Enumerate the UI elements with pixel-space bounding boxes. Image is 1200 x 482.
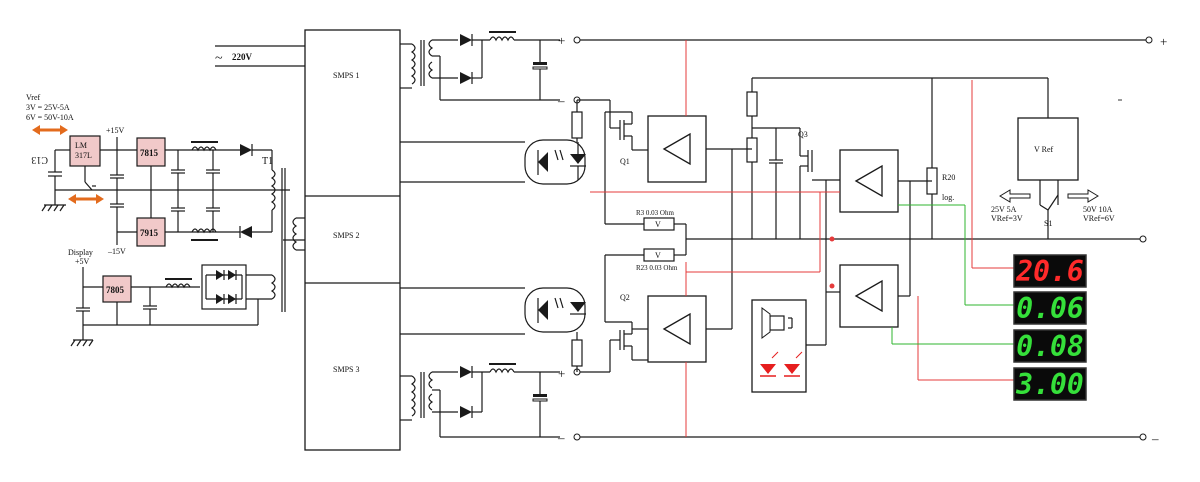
lm317-label-1: LM (75, 141, 87, 150)
t1-display-coil (270, 274, 276, 300)
resistor-divider-bottom (746, 137, 758, 163)
left-arrow-label-2: VRef=3V (991, 214, 1023, 223)
r20-label: R20 (942, 173, 955, 182)
plus15-label: +15V (106, 126, 125, 135)
led-icon-2 (784, 351, 803, 377)
arrow-left-icon (999, 189, 1031, 203)
ground-icon-display (70, 330, 94, 347)
q2-label: Q2 (620, 293, 630, 302)
v-meter-1: V (655, 220, 661, 229)
s1-label: S1 (1044, 219, 1052, 228)
transistor-q2 (580, 255, 648, 373)
c13-label: C13 (31, 154, 48, 165)
opamp-box-1 (647, 115, 707, 183)
smps3-plus: + (558, 366, 565, 381)
diode-icon-top (240, 144, 253, 156)
smps1-plus: + (558, 33, 565, 48)
smps3-output-stage (400, 363, 560, 438)
r23-label: R23 0.03 Ohm (636, 264, 678, 272)
inductor-display (165, 283, 191, 289)
right-arrow-label-1: 50V 10A (1083, 205, 1113, 214)
reg7805-label: 7805 (106, 285, 125, 295)
bridge-diodes-icon (205, 270, 243, 304)
display-2: 0.06 (1013, 291, 1087, 325)
optocoupler-1 (400, 139, 586, 185)
smps1-output-stage (400, 31, 560, 101)
display-1: 20.6 (1013, 254, 1087, 288)
adjust-arrow-icon-top (32, 125, 68, 135)
display-1-value: 20.6 (1015, 255, 1083, 288)
optocoupler-2 (400, 287, 586, 335)
resistor-q2 (571, 339, 583, 367)
reg7815-label: 7815 (140, 148, 159, 158)
t1-primary-coil (292, 217, 298, 251)
resistor-q1 (571, 111, 583, 139)
vref-line1: 3V = 25V-5A (26, 103, 70, 112)
smps1-minus: – (557, 93, 565, 108)
smps3-minus: – (557, 430, 565, 445)
vref-line2: 6V = 50V-10A (26, 113, 74, 122)
resistor-divider-top (746, 91, 758, 117)
switch-s1 (1039, 180, 1059, 239)
output-plus-terminal (1145, 36, 1153, 44)
mains-label: 220V (232, 52, 253, 62)
terminal-bot-minus (573, 433, 581, 441)
smps2-label: SMPS 2 (333, 231, 359, 240)
r3-label: R3 0.03 Ohm (636, 209, 674, 217)
q1-label: Q1 (620, 157, 630, 166)
output-minus-terminal (1139, 433, 1147, 441)
led-icon-1 (760, 351, 779, 377)
reg7915-label: 7915 (140, 228, 159, 238)
display-3-value: 0.08 (1016, 330, 1083, 363)
transistor-q1 (577, 99, 648, 224)
q3-label: Q3 (798, 130, 808, 139)
display-4: 3.00 (1013, 367, 1087, 401)
opamp-box-3 (839, 149, 899, 213)
alarm-box (751, 299, 807, 393)
terminal-top-plus (573, 36, 581, 44)
log-label: log. (942, 193, 954, 202)
t1-secondary-coil (270, 169, 276, 211)
vref-title: Vref (26, 93, 41, 102)
display-label: Display (68, 248, 93, 257)
lm317-label-2: 317L (75, 151, 92, 160)
vref-box-label: V Ref (1034, 145, 1054, 154)
display-2-value: 0.06 (1016, 292, 1083, 325)
transistor-q3 (776, 127, 840, 239)
display-3: 0.08 (1013, 329, 1087, 363)
t1-label: T1 (262, 156, 273, 167)
left-arrow-label-1: 25V 5A (991, 205, 1017, 214)
opamp-box-4 (839, 264, 899, 328)
opamp-box-2 (647, 295, 707, 363)
lm317-regulator (69, 135, 101, 167)
filter-caps-bottom (171, 190, 220, 232)
smps1-label: SMPS 1 (333, 71, 359, 80)
output-mid-terminal (1139, 235, 1147, 243)
mains-symbol: ~ (215, 51, 223, 66)
output-plus-label: + (1160, 34, 1167, 49)
regulator-7805 (102, 275, 132, 303)
arrow-right-icon (1067, 189, 1099, 203)
ground-icon-left (41, 190, 66, 212)
inductor-bottom (191, 228, 217, 234)
bridge-rectifier (201, 264, 247, 310)
smps3-label: SMPS 3 (333, 365, 359, 374)
minus15-label: –15V (107, 247, 126, 256)
filter-caps-top (171, 150, 220, 190)
smps-stack (304, 29, 401, 451)
display-4-value: 3.00 (1015, 368, 1083, 401)
adjust-arrow-icon-bottom (68, 194, 104, 204)
right-arrow-label-2: VRef=6V (1083, 214, 1115, 223)
diode-icon-bottom (239, 226, 252, 238)
display-v-label: +5V (75, 257, 90, 266)
inductor-top (191, 146, 217, 152)
vref-box (1017, 117, 1079, 181)
output-minus-label: – (1151, 431, 1159, 446)
v-meter-2: V (655, 251, 661, 260)
